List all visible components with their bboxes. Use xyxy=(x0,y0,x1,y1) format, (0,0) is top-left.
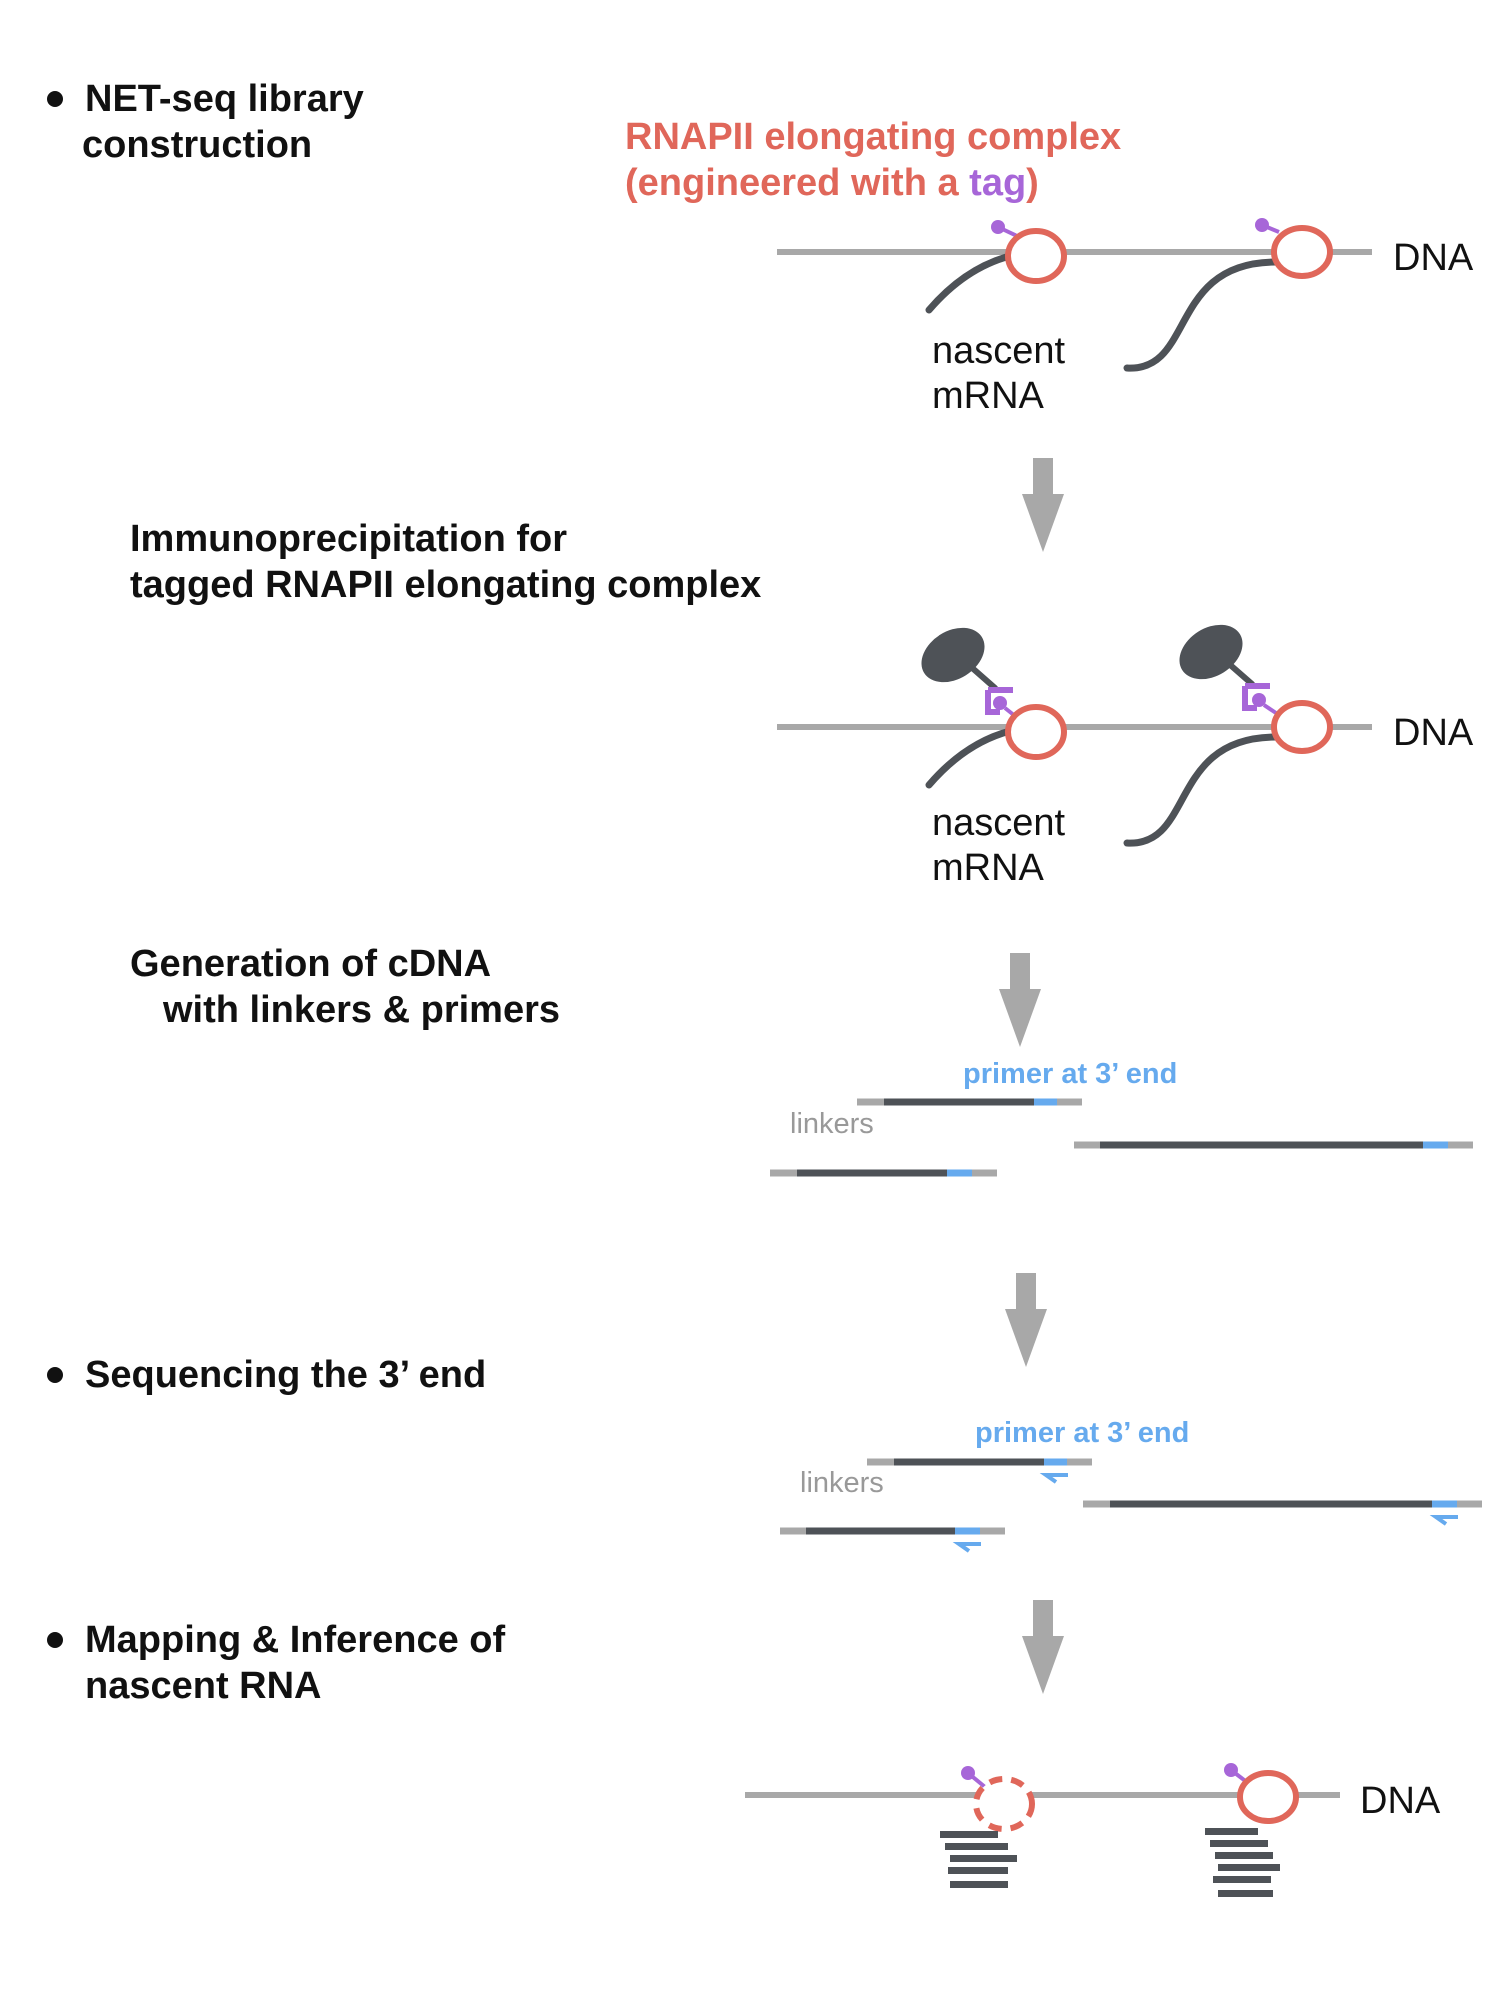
rnapii-dashed-icon xyxy=(973,1776,1035,1832)
mapped-read xyxy=(1215,1852,1273,1859)
mapped-read xyxy=(950,1855,1017,1862)
tag-icon xyxy=(1252,693,1266,707)
bullet-icon xyxy=(47,1632,63,1648)
mapped-read xyxy=(1218,1890,1273,1897)
rnapii-complex xyxy=(1255,218,1333,279)
tag-stem xyxy=(1262,703,1278,715)
bullet-icon xyxy=(47,1367,63,1383)
mrna-label: mRNA xyxy=(932,847,1045,889)
rnapii-icon xyxy=(1005,228,1067,284)
mapped-read xyxy=(1205,1828,1258,1835)
linkers-label: linkers xyxy=(790,1108,874,1140)
tag-icon xyxy=(993,696,1007,710)
antibody-bead-complex xyxy=(1179,624,1333,754)
panel-immunoprecipitation: DNA nascent mRNA xyxy=(777,624,1474,889)
mapped-read xyxy=(948,1867,1008,1874)
sequencing-read-arrow-icon xyxy=(1429,1515,1458,1526)
nascent-label: nascent xyxy=(932,802,1066,844)
flow-arrow xyxy=(1022,458,1064,552)
dna-label: DNA xyxy=(1360,1780,1441,1822)
sequencing-read-arrow-icon xyxy=(952,1542,981,1553)
released-rnapii-complex xyxy=(961,1766,1035,1832)
tag-icon xyxy=(1255,218,1269,232)
rnapii-complex xyxy=(1224,1763,1299,1824)
flow-arrow xyxy=(1022,1600,1064,1694)
antibody-icon xyxy=(1242,683,1270,711)
mrna-label: mRNA xyxy=(932,375,1045,417)
mapped-read xyxy=(1210,1840,1268,1847)
bead-icon xyxy=(921,627,985,683)
nascent-label: nascent xyxy=(932,330,1066,372)
primer-label: primer at 3’ end xyxy=(963,1058,1177,1090)
antibody-stem xyxy=(967,663,998,691)
rnapii-icon xyxy=(1237,1770,1299,1824)
step-library-title-line2: construction xyxy=(82,124,312,166)
step-mapping: Mapping & Inference of nascent RNA xyxy=(47,1619,505,1707)
rnapii-icon xyxy=(1271,700,1333,754)
cdna-fragment xyxy=(867,1458,1092,1484)
complex-label: RNAPII elongating complex (engineered wi… xyxy=(625,116,1121,204)
step-cdna-generation: Generation of cDNA with linkers & primer… xyxy=(130,943,560,1031)
bullet-icon xyxy=(47,91,63,107)
dna-label: DNA xyxy=(1393,237,1474,279)
complex-label-tag: tag xyxy=(969,162,1026,204)
nascent-mrna-strand xyxy=(925,252,1014,314)
rnapii-icon xyxy=(1005,704,1067,760)
linkers-label: linkers xyxy=(800,1467,884,1499)
mapped-read xyxy=(940,1831,998,1838)
primer-label: primer at 3’ end xyxy=(975,1417,1189,1449)
cdna-fragment xyxy=(780,1527,1005,1553)
mapped-reads-stack xyxy=(940,1831,1017,1888)
nascent-mrna-strand xyxy=(1123,258,1280,372)
cdna-fragment xyxy=(1083,1500,1482,1526)
mapped-read xyxy=(950,1881,1008,1888)
complex-label-suffix: ) xyxy=(1026,162,1039,204)
rnapii-complex xyxy=(991,220,1067,284)
panel-cdna: primer at 3’ end linkers xyxy=(770,1058,1473,1177)
tag-icon xyxy=(991,220,1005,234)
antibody-icon xyxy=(985,687,1013,715)
tag-icon xyxy=(961,1766,975,1780)
rnapii-icon xyxy=(1271,225,1333,279)
mapped-read xyxy=(1218,1864,1280,1871)
step-ip-title-line2: tagged RNAPII elongating complex xyxy=(130,564,761,606)
mapped-read xyxy=(1213,1876,1271,1883)
mapped-reads-stack xyxy=(1205,1828,1280,1897)
flow-arrow xyxy=(999,953,1041,1047)
tag-icon xyxy=(1224,1763,1238,1777)
step-sequencing: Sequencing the 3’ end xyxy=(47,1354,486,1396)
nascent-mrna-strand xyxy=(1123,733,1280,847)
complex-label-line1: RNAPII elongating complex xyxy=(625,116,1121,158)
complex-label-line2: (engineered with a tag) xyxy=(625,162,1039,204)
antibody-stem xyxy=(1225,660,1255,687)
panel-sequencing: primer at 3’ end linkers xyxy=(780,1417,1482,1553)
step-library-title-line1: NET-seq library xyxy=(85,78,364,120)
panel-elongating-complex: DNA nascent mRNA xyxy=(777,218,1474,417)
step-ip-title-line1: Immunoprecipitation for xyxy=(130,518,567,560)
bead-icon xyxy=(1179,624,1243,680)
step-cdna-title-line1: Generation of cDNA xyxy=(130,943,491,985)
antibody-bead-complex xyxy=(921,627,1067,760)
panel-mapping: DNA xyxy=(745,1763,1441,1897)
step-sequencing-title: Sequencing the 3’ end xyxy=(85,1354,486,1396)
complex-label-prefix: (engineered with a xyxy=(625,162,969,204)
dna-label: DNA xyxy=(1393,712,1474,754)
step-mapping-title-line2: nascent RNA xyxy=(85,1665,322,1707)
flow-arrow xyxy=(1005,1273,1047,1367)
nascent-mrna-strand xyxy=(925,727,1014,789)
step-immunoprecipitation: Immunoprecipitation for tagged RNAPII el… xyxy=(130,518,761,606)
mapped-read xyxy=(945,1843,1008,1850)
sequencing-read-arrow-icon xyxy=(1039,1473,1068,1484)
step-library-construction: NET-seq library construction xyxy=(47,78,364,166)
step-mapping-title-line1: Mapping & Inference of xyxy=(85,1619,505,1661)
step-cdna-title-line2: with linkers & primers xyxy=(162,989,560,1031)
